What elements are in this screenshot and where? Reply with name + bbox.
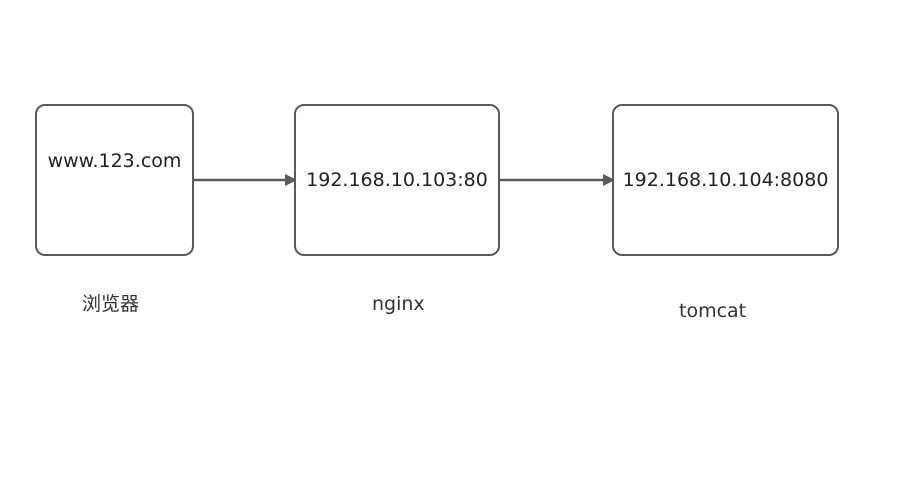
browser-node-label: www.123.com bbox=[47, 150, 182, 172]
nginx-caption: nginx bbox=[372, 293, 425, 315]
browser-node: www.123.com bbox=[35, 104, 194, 256]
arrowhead-nginx-to-tomcat bbox=[603, 174, 615, 186]
tomcat-node: 192.168.10.104:8080 bbox=[612, 104, 839, 256]
nginx-node: 192.168.10.103:80 bbox=[294, 104, 500, 256]
tomcat-node-label: 192.168.10.104:8080 bbox=[622, 169, 829, 191]
arrow-browser-to-nginx bbox=[194, 174, 297, 186]
arrowhead-browser-to-nginx bbox=[285, 174, 297, 186]
arrow-nginx-to-tomcat bbox=[500, 174, 615, 186]
browser-caption: 浏览器 bbox=[82, 293, 140, 315]
tomcat-caption: tomcat bbox=[679, 300, 747, 322]
nginx-node-label: 192.168.10.103:80 bbox=[306, 169, 488, 191]
